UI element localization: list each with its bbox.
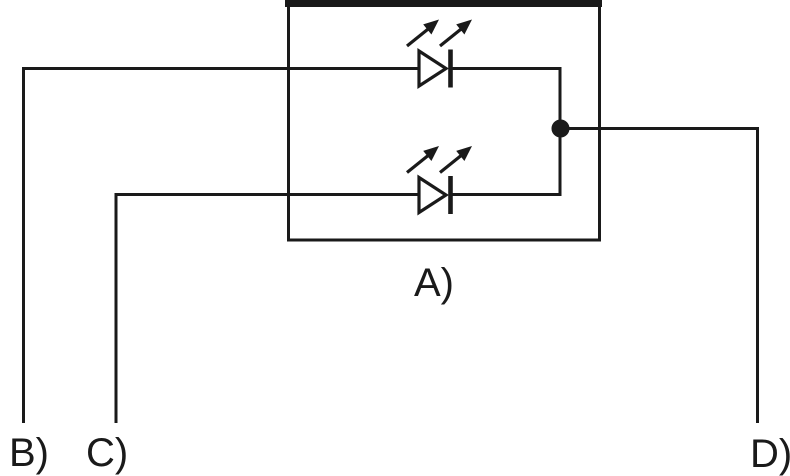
lead-label-c: C) xyxy=(86,431,129,475)
led-icon-bottom xyxy=(407,146,472,214)
junction-dot-icon xyxy=(551,119,570,138)
wire-lead-d xyxy=(560,127,759,423)
wire-cathode-bus xyxy=(449,67,562,196)
component-label-a: A) xyxy=(414,261,454,305)
component-box xyxy=(287,1,601,242)
lead-label-d: D) xyxy=(750,432,790,476)
component-box-top-edge xyxy=(285,0,602,7)
wire-lead-c xyxy=(114,193,419,423)
lead-label-b: B) xyxy=(9,431,49,475)
schematic-lines xyxy=(22,0,759,423)
wire-lead-b xyxy=(22,67,419,423)
led-icon-top xyxy=(407,20,472,88)
